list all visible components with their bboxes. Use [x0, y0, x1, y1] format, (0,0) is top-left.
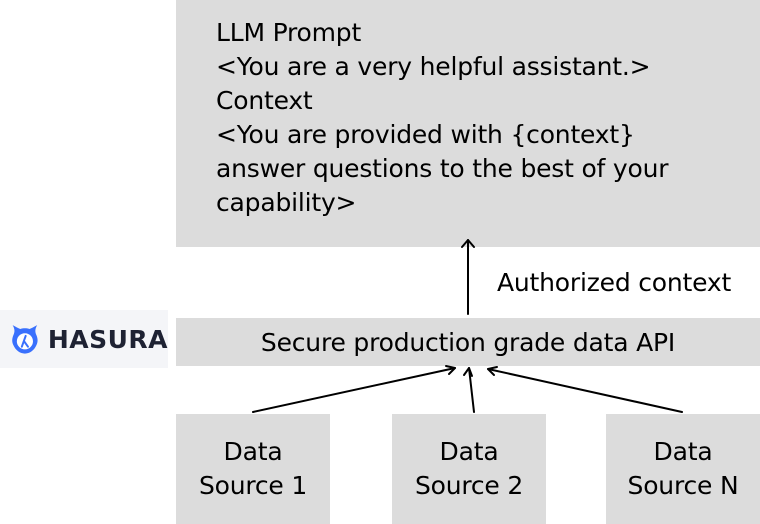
data-source-2-line2: Source 2 — [414, 471, 524, 500]
arrow-source-2-to-api — [463, 367, 475, 413]
data-source-n-line2: Source N — [627, 471, 739, 500]
data-source-n-line1: Data — [653, 437, 713, 466]
authorized-context-label: Authorized context — [497, 268, 732, 297]
data-source-2-line1: Data — [439, 437, 499, 466]
prompt-line: Context — [216, 86, 313, 115]
data-api-label: Secure production grade data API — [260, 327, 676, 357]
data-source-2-box: Data Source 2 — [392, 414, 546, 524]
data-source-1-line2: Source 1 — [198, 471, 308, 500]
prompt-line: LLM Prompt — [216, 18, 362, 47]
data-source-1-box: Data Source 1 — [176, 414, 330, 524]
prompt-line: <You are a very helpful assistant.> — [216, 52, 651, 81]
arrow-source-1-to-api — [252, 365, 456, 413]
arrow-api-to-prompt — [461, 239, 475, 315]
llm-prompt-box: LLM Prompt <You are a very helpful assis… — [176, 0, 760, 247]
prompt-line: answer questions to the best of your — [216, 154, 669, 183]
data-source-1-line1: Data — [223, 437, 283, 466]
hasura-logo-text: HASURA — [47, 324, 168, 354]
prompt-line: capability> — [216, 188, 357, 217]
prompt-line: <You are provided with {context} — [216, 120, 635, 149]
data-source-n-box: Data Source N — [606, 414, 760, 524]
hasura-logo: HASURA — [0, 310, 168, 368]
hasura-logo-icon — [12, 325, 38, 354]
data-api-box: Secure production grade data API — [176, 318, 760, 366]
arrow-source-n-to-api — [487, 366, 683, 413]
